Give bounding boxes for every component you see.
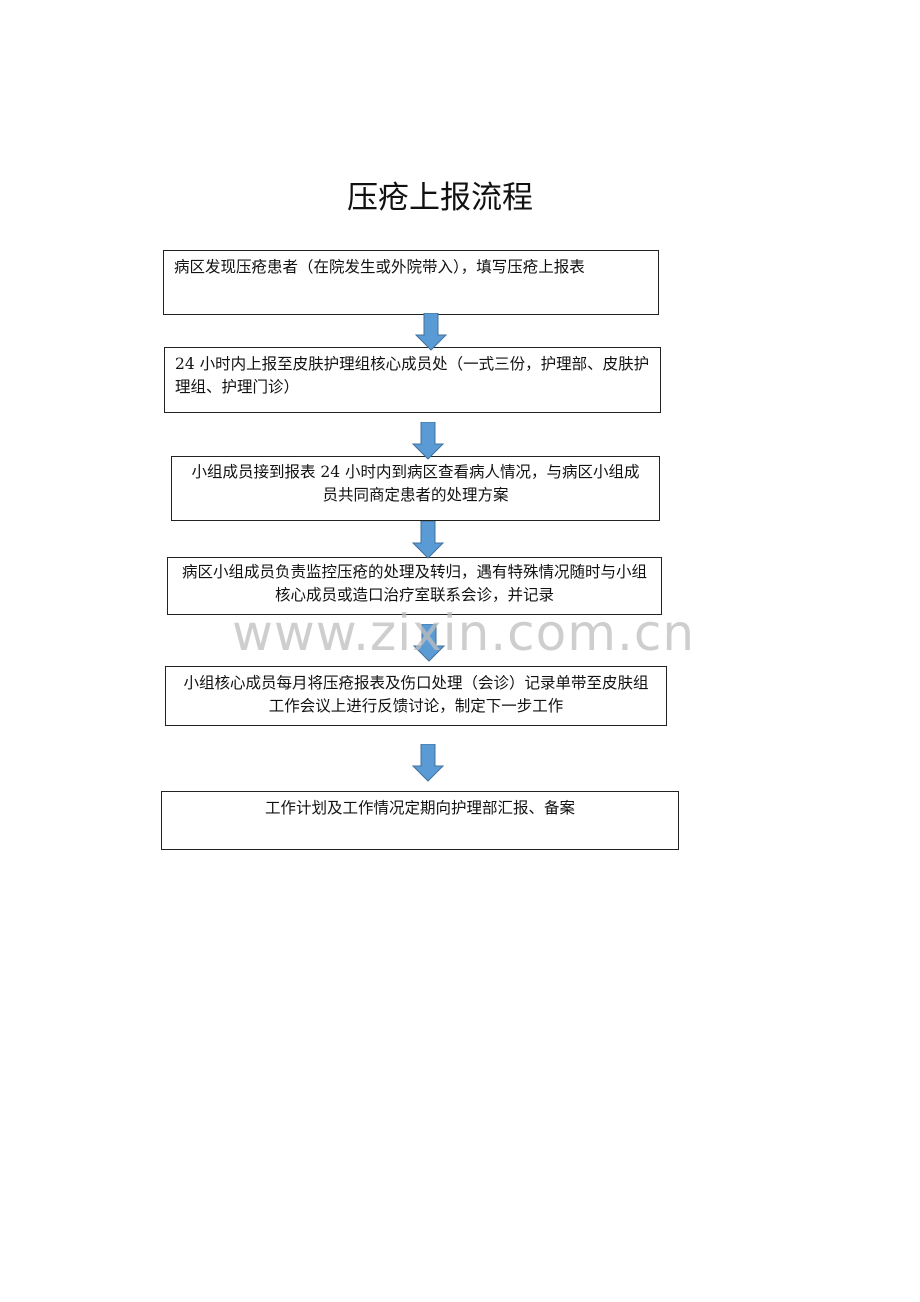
flow-step-2: 24 小时内上报至皮肤护理组核心成员处（一式三份，护理部、皮肤护理组、护理门诊）: [164, 347, 661, 413]
down-arrow-icon: [412, 624, 446, 662]
down-arrow-icon: [414, 313, 448, 351]
down-arrow-icon: [411, 422, 445, 460]
flow-step-4: 病区小组成员负责监控压疮的处理及转归，遇有特殊情况随时与小组核心成员或造口治疗室…: [167, 557, 662, 615]
down-arrow-icon: [411, 521, 445, 559]
page-title: 压疮上报流程: [347, 180, 533, 216]
flow-step-3: 小组成员接到报表 24 小时内到病区查看病人情况，与病区小组成员共同商定患者的处…: [171, 456, 660, 521]
flow-step-1: 病区发现压疮患者（在院发生或外院带入），填写压疮上报表: [163, 250, 659, 315]
down-arrow-icon: [411, 744, 445, 782]
flow-step-5: 小组核心成员每月将压疮报表及伤口处理（会诊）记录单带至皮肤组工作会议上进行反馈讨…: [165, 666, 667, 726]
flow-step-6: 工作计划及工作情况定期向护理部汇报、备案: [161, 791, 679, 850]
